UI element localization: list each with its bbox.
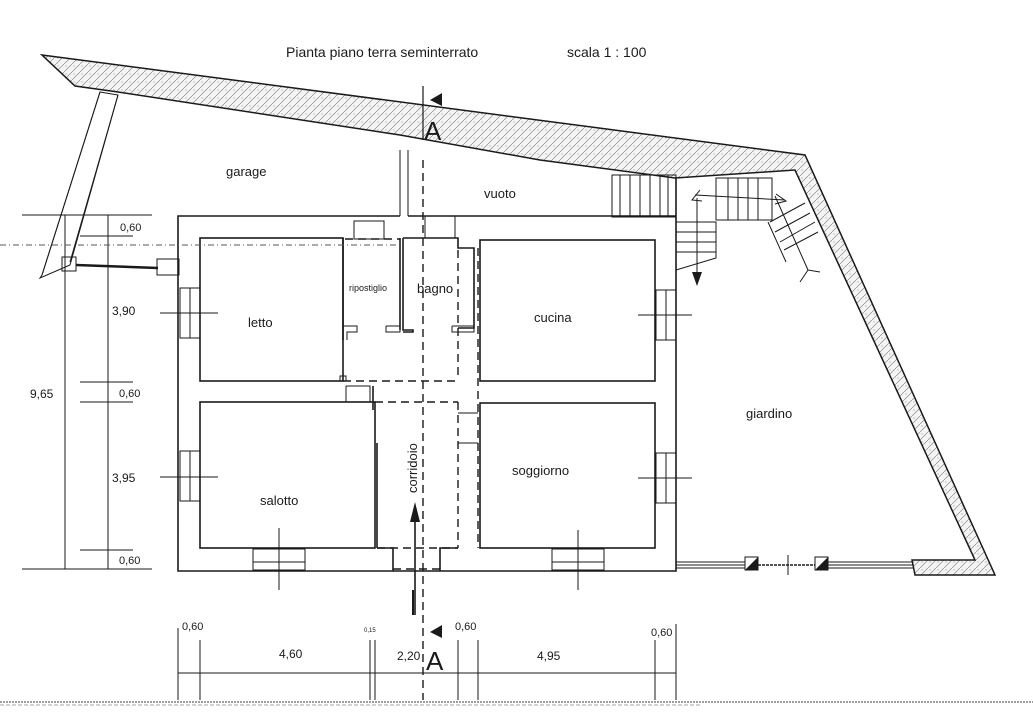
- section-marker-top: [422, 86, 442, 140]
- room-label-ripostiglio: ripostiglio: [349, 283, 387, 293]
- plan-title: Pianta piano terra seminterrato: [286, 44, 478, 60]
- room-label-cucina: cucina: [534, 310, 572, 325]
- dim-center-wall: 0,60: [455, 621, 476, 633]
- room-label-soggiorno: soggiorno: [512, 463, 569, 478]
- entrance-arrow: [410, 502, 420, 615]
- room-label-vuoto: vuoto: [484, 186, 516, 201]
- plan-scale: scala 1 : 100: [567, 44, 647, 60]
- room-label-giardino: giardino: [746, 406, 792, 421]
- dim-total-height: 9,65: [30, 387, 54, 401]
- dim-corridor: 2,20: [397, 649, 421, 663]
- dim-top-wall: 0,60: [120, 222, 141, 234]
- room-label-bagno: bagno: [417, 281, 453, 296]
- room-label-garage: garage: [226, 164, 266, 179]
- stairs: [611, 174, 821, 286]
- room-label-letto: letto: [248, 315, 273, 330]
- garage-left-wall: [38, 91, 180, 280]
- dim-left-wall: 0,60: [182, 621, 203, 633]
- room-label-salotto: salotto: [260, 493, 298, 508]
- room-cucina: [479, 239, 656, 382]
- section-marker-bottom: [412, 590, 442, 638]
- retaining-wall: [39, 53, 997, 576]
- arrow-up-icon: [410, 502, 420, 522]
- room-soggiorno: [479, 402, 656, 549]
- section-arrow-icon: [430, 625, 442, 638]
- dim-left-rooms: 4,60: [279, 647, 303, 661]
- section-label-bottom: A: [426, 646, 444, 676]
- dim-bottom-wall: 0,60: [119, 555, 140, 567]
- room-label-corridoio: corridoio: [405, 443, 420, 493]
- dim-lower-rooms: 3,95: [112, 471, 136, 485]
- garage-right-wall: [399, 150, 409, 216]
- section-label-top: A: [424, 116, 442, 146]
- windows: [160, 287, 692, 590]
- dim-upper-rooms: 3,90: [112, 304, 136, 318]
- dim-right-rooms: 4,95: [537, 649, 561, 663]
- dim-right-wall: 0,60: [651, 627, 672, 639]
- vertical-dimensions: [0, 214, 400, 570]
- garden-fence: [676, 555, 913, 575]
- room-letto: [199, 237, 344, 382]
- room-salotto: [199, 401, 376, 549]
- horizontal-dimensions: [0, 624, 1033, 706]
- dim-middle-wall: 0,60: [119, 388, 140, 400]
- main-building: [177, 160, 677, 700]
- dim-inner-wall: 0,15: [364, 628, 376, 634]
- section-arrow-icon: [430, 93, 442, 106]
